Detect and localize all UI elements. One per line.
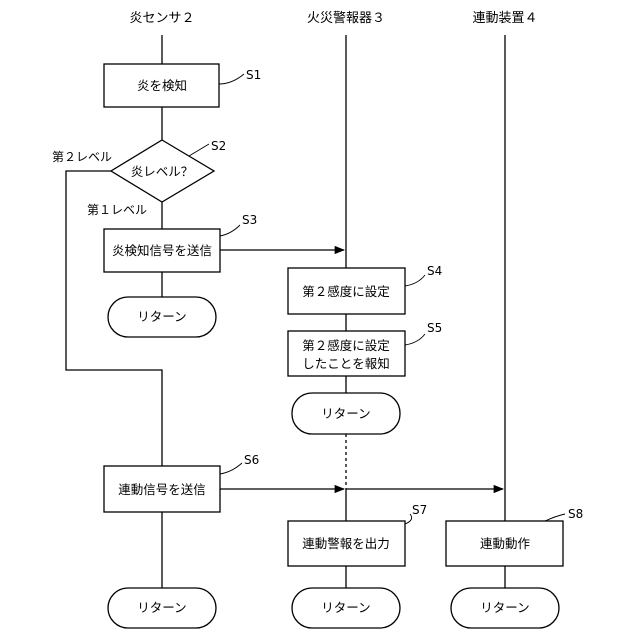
node-detect-flame-label: 炎を検知 xyxy=(137,78,187,93)
terminal-return-5: リターン xyxy=(451,588,559,628)
step-label-s5: S5 xyxy=(427,321,442,335)
column-header-device: 連動装置４ xyxy=(472,11,537,26)
branch-label-level2: 第２レベル xyxy=(52,150,112,164)
node-notify-line1: 第２感度に設定 xyxy=(302,338,390,353)
terminal-return-4-label: リターン xyxy=(321,600,370,615)
node-level-question-label: 炎レベル？ xyxy=(131,164,194,179)
node-link-alarm-output-label: 連動警報を出力 xyxy=(302,536,390,551)
node-send-link-signal-label: 連動信号を送信 xyxy=(118,482,206,497)
node-level-question: 炎レベル？ xyxy=(111,140,214,202)
lead-s1 xyxy=(219,74,244,84)
node-link-alarm-output: 連動警報を出力 xyxy=(288,521,405,566)
step-label-s3: S3 xyxy=(242,213,257,227)
node-notify-sensitivity-2: 第２感度に設定 したことを報知 xyxy=(288,331,405,376)
step-label-s6: S6 xyxy=(244,453,259,467)
terminal-return-5-label: リターン xyxy=(480,600,529,615)
lead-s8 xyxy=(545,514,565,521)
lead-s7 xyxy=(405,514,412,524)
node-notify-line2: したことを報知 xyxy=(302,356,390,371)
lead-s2 xyxy=(189,144,209,156)
node-send-detect-signal-label: 炎検知信号を送信 xyxy=(112,243,212,258)
branch-label-level1: 第１レベル xyxy=(87,203,147,217)
step-label-s8: S8 xyxy=(568,507,583,521)
lead-s3 xyxy=(220,225,240,236)
lead-s5 xyxy=(405,334,425,345)
terminal-return-1-label: リターン xyxy=(137,309,186,324)
terminal-return-1: リターン xyxy=(108,297,216,337)
node-set-sensitivity-2: 第２感度に設定 xyxy=(288,268,405,314)
node-send-link-signal: 連動信号を送信 xyxy=(104,466,220,512)
node-send-detect-signal: 炎検知信号を送信 xyxy=(104,229,220,272)
column-header-sensor: 炎センサ２ xyxy=(129,11,194,26)
terminal-return-4: リターン xyxy=(292,588,400,628)
lead-s6 xyxy=(220,463,242,474)
step-label-s4: S4 xyxy=(427,264,442,278)
node-link-action: 連動動作 xyxy=(446,521,563,566)
column-header-alarm: 火災警報器３ xyxy=(307,10,385,26)
step-label-s7: S7 xyxy=(412,503,427,517)
step-label-s1: S1 xyxy=(246,68,261,82)
terminal-return-3: リターン xyxy=(292,393,400,434)
terminal-return-2: リターン xyxy=(108,588,216,628)
step-label-s2: S2 xyxy=(211,139,226,153)
node-link-action-label: 連動動作 xyxy=(480,536,531,551)
terminal-return-3-label: リターン xyxy=(321,406,370,421)
lead-s4 xyxy=(405,275,425,286)
terminal-return-2-label: リターン xyxy=(137,600,186,615)
node-set-sensitivity-2-label: 第２感度に設定 xyxy=(302,284,390,299)
node-detect-flame: 炎を検知 xyxy=(104,64,219,107)
